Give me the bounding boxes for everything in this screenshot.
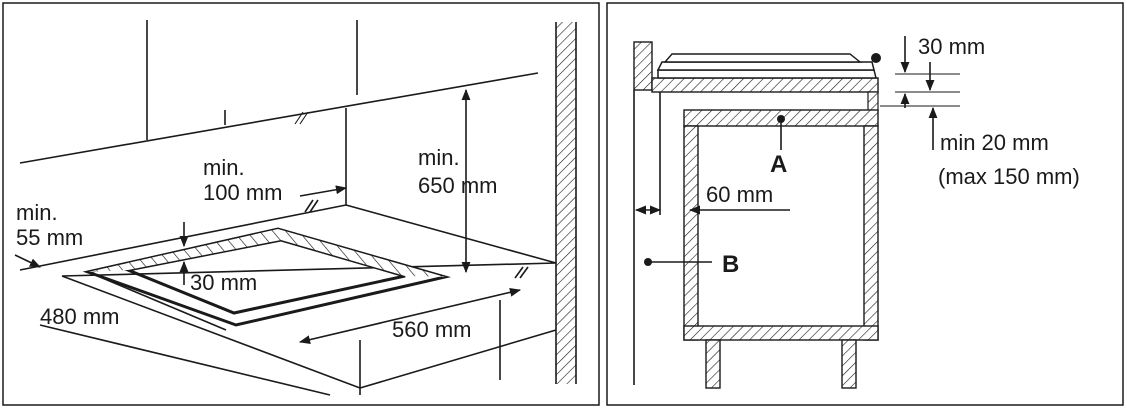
- hob-body: [657, 69, 877, 79]
- dim-560-line: [298, 287, 522, 345]
- worktop-edge: [61, 262, 557, 277]
- break-mark: [294, 111, 304, 125]
- label-min-650: min.: [418, 145, 460, 170]
- worktop-front: [359, 329, 557, 389]
- label-30-mm-right: 30 mm: [918, 34, 985, 59]
- left-panel-frame: [2, 2, 600, 406]
- right-panel: 30 mm min 20 mm (max 150 mm) 60 mm A B: [606, 2, 1124, 406]
- worktop-lower: [39, 324, 331, 396]
- back-wall: [633, 41, 653, 91]
- label-min-55: min.: [16, 200, 58, 225]
- cabinet-left-panel: [683, 125, 699, 341]
- label-650-mm: 650 mm: [418, 173, 497, 198]
- break-mark: [309, 199, 319, 213]
- label-30-mm-left: 30 mm: [190, 270, 257, 295]
- cutout-hatch: [88, 229, 281, 272]
- break-mark: [299, 111, 309, 125]
- dim-55-line: [14, 254, 42, 268]
- hob-top: [656, 61, 875, 71]
- hob-grate: [663, 53, 862, 63]
- label-marker-a: A: [770, 151, 787, 178]
- label-100-mm: 100 mm: [203, 180, 282, 205]
- cabinet-bottom-panel: [683, 325, 879, 341]
- label-560-mm: 560 mm: [392, 317, 471, 342]
- knob-icon: [871, 53, 881, 63]
- worktop-front: [61, 275, 361, 389]
- break-mark: [519, 266, 529, 279]
- worktop-section: [651, 77, 879, 93]
- dim-100-line: [299, 185, 348, 197]
- label-min-20-mm: min 20 mm: [940, 130, 1049, 155]
- cabinet-leg: [841, 339, 857, 389]
- label-55-mm: 55 mm: [16, 225, 83, 250]
- worktop-support: [867, 91, 879, 113]
- cutout-hatch: [278, 229, 445, 277]
- label-60-mm: 60 mm: [706, 182, 773, 207]
- label-min-100: min.: [203, 155, 245, 180]
- cabinet-edge: [19, 72, 539, 164]
- label-max-150-mm: (max 150 mm): [938, 164, 1080, 189]
- label-marker-b: B: [722, 251, 739, 278]
- label-480-mm: 480 mm: [40, 304, 119, 329]
- break-mark: [514, 266, 524, 279]
- cabinet-right-panel: [863, 125, 879, 341]
- left-panel: min. 55 mm min. 100 mm min. 650 mm 30 mm…: [2, 2, 600, 406]
- worktop-back: [345, 204, 557, 264]
- side-wall: [556, 22, 576, 384]
- cabinet-leg: [705, 339, 721, 389]
- break-mark: [304, 199, 314, 213]
- dim-480-line: [87, 271, 227, 331]
